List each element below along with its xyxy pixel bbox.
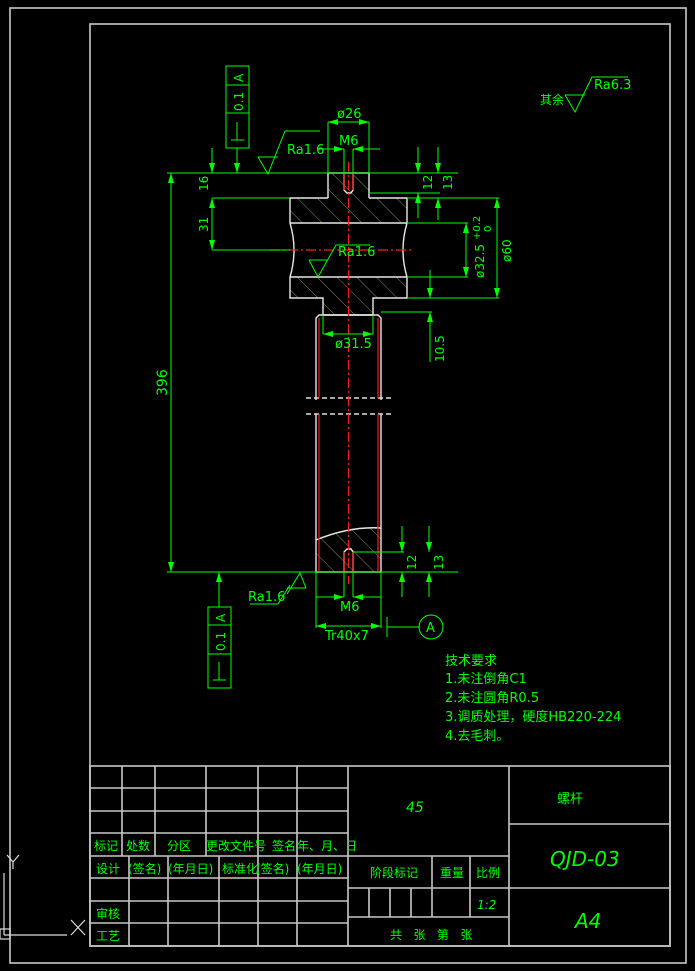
- title-block-text: 标记 处数 分区 更改文件号 签名 年、月、日 设计 (签名) (年月日) 标准…: [94, 792, 620, 943]
- dim-top-boss-diameter: ø26: [337, 107, 362, 122]
- ucs-icon: [0, 854, 86, 940]
- tech-req-item-3: 3.调质处理，硬度HB220-224: [445, 709, 621, 725]
- tol-lower: 0: [483, 226, 494, 232]
- outer-border: [9, 7, 687, 964]
- tb-part-name: 螺杆: [557, 792, 583, 807]
- dim-396: 396: [155, 369, 171, 396]
- title-block: [89, 765, 671, 947]
- dim-12-bottom: 12: [405, 555, 419, 570]
- dim-10-5: 10.5: [433, 335, 447, 362]
- tolerance-frame-bottom: 0.1 A: [207, 572, 232, 689]
- tb-header-change-doc: 更改文件号: [206, 838, 266, 853]
- tb-header-zone: 分区: [167, 839, 191, 853]
- tol-upper: +0.2: [472, 216, 483, 240]
- tech-req-item-4: 4.去毛刺。: [445, 729, 509, 744]
- dim-trapezoid-thread: Tr40x7: [324, 629, 369, 644]
- roughness-top: Ra1.6: [287, 143, 324, 158]
- tb-header-mark: 标记: [94, 839, 118, 853]
- tb-design-date: (年月日): [168, 862, 213, 876]
- tech-req-item-1: 1.未注倒角C1: [445, 672, 527, 687]
- inner-frame: [89, 23, 671, 947]
- dim-12-top: 12: [421, 175, 435, 190]
- tb-drawing-number: QJD-03: [550, 847, 620, 871]
- tolerance-frame-top: 0.1 A: [225, 65, 250, 173]
- tb-scale: 1:2: [477, 898, 496, 912]
- roughness-general-value: Ra6.3: [594, 78, 631, 93]
- tb-design: 设计: [96, 862, 120, 876]
- dim-13-bottom: 13: [432, 555, 446, 570]
- tech-req-item-2: 2.未注圆角R0.5: [445, 691, 539, 706]
- tb-process: 工艺: [96, 929, 120, 943]
- roughness-bottom: Ra1.6: [248, 590, 285, 605]
- tb-sheets: 共 张 第 张: [390, 928, 472, 942]
- dim-top-thread: M6: [339, 134, 359, 149]
- technical-requirements: 技术要求 1.未注倒角C1 2.未注圆角R0.5 3.调质处理，硬度HB220-…: [445, 654, 621, 744]
- tol-bottom-value: 0.1: [214, 632, 228, 651]
- dimensions: 16 31 396 ø26 M6 Ra1.6 0.1 A: [155, 65, 631, 689]
- tb-weight: 重量: [440, 866, 464, 880]
- tb-standardization: 标准化: [222, 862, 258, 876]
- tb-header-date: 年、月、日: [297, 839, 357, 853]
- dim-31: 31: [197, 217, 211, 232]
- tol-top-value: 0.1: [232, 92, 246, 111]
- tb-std-sign: (签名): [256, 861, 289, 876]
- tb-header-sign: 签名: [272, 838, 296, 853]
- tb-material: 45: [406, 800, 424, 816]
- tb-stage-mark: 阶段标记: [370, 865, 418, 880]
- dim-60: ø60: [500, 239, 514, 262]
- part-section: [270, 162, 413, 584]
- roughness-general-prefix: 其余: [540, 92, 564, 107]
- dim-13-top: 13: [441, 175, 455, 190]
- tb-review: 审核: [96, 906, 120, 921]
- tb-ratio: 比例: [476, 866, 500, 880]
- dim-16: 16: [197, 176, 211, 191]
- tb-std-date: (年月日): [297, 862, 342, 876]
- roughness-waist: Ra1.6: [338, 245, 375, 260]
- tech-req-title: 技术要求: [445, 654, 497, 669]
- dim-32-5: ø32.5: [473, 244, 487, 278]
- dim-bottom-thread: M6: [340, 600, 360, 615]
- tb-sheet-size: A4: [573, 909, 601, 933]
- datum-label: A: [426, 621, 435, 636]
- tol-bottom-datum: A: [214, 613, 228, 622]
- tb-header-count: 处数: [126, 838, 150, 853]
- tb-design-sign: (签名): [128, 861, 161, 876]
- tol-top-datum: A: [232, 73, 246, 82]
- dim-31-5: ø31.5: [335, 337, 372, 352]
